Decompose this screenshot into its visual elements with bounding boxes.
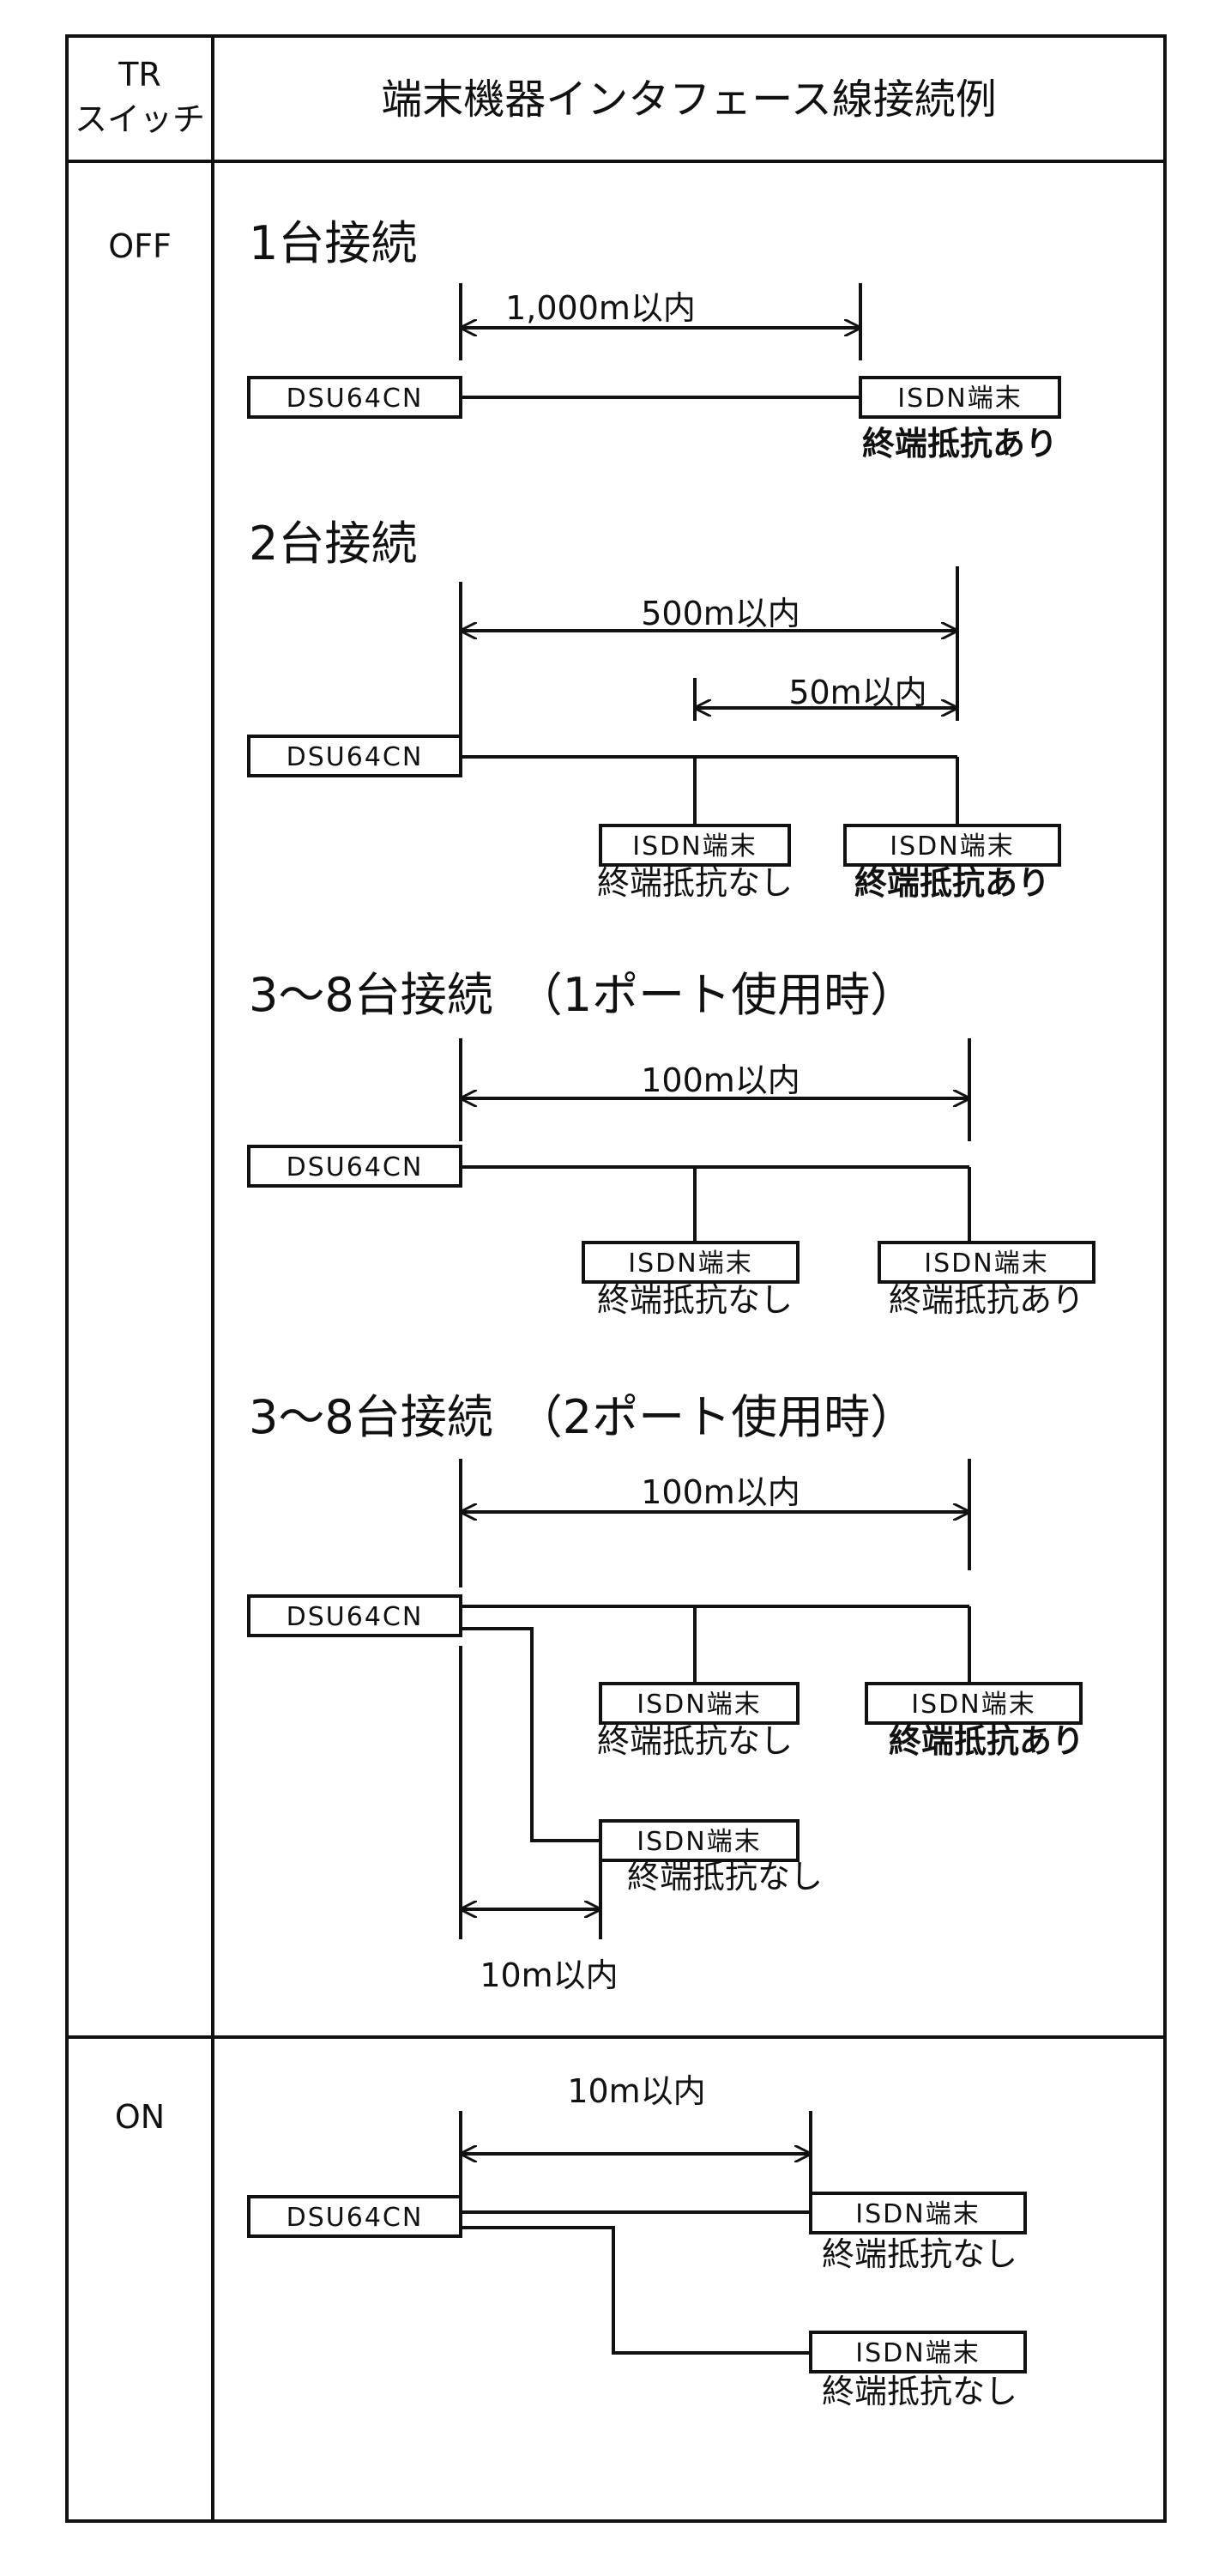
wiring	[459, 283, 971, 2355]
terminal-box-4a: ISDN端末	[599, 1682, 800, 1725]
switch-header: スイッチ	[75, 100, 205, 138]
term-note-5b: 終端抵抗なし	[822, 2373, 1017, 2410]
section-title-2: 2台接続	[249, 517, 417, 571]
terminal-box-4b: ISDN端末	[865, 1682, 1083, 1725]
tr-header: TR	[118, 56, 161, 94]
svg-text:DSU64CN: DSU64CN	[287, 1152, 424, 1182]
svg-text:DSU64CN: DSU64CN	[287, 384, 424, 414]
term-note-4c: 終端抵抗なし	[627, 1858, 823, 1896]
term-note-4b: 終端抵抗あり	[889, 1722, 1084, 1760]
dim-label-10m-b: 10m以内	[567, 2072, 705, 2110]
dim-label-100m-b: 100m以内	[641, 1473, 800, 1511]
svg-text:DSU64CN: DSU64CN	[287, 2203, 424, 2233]
terminal-box-3a: ISDN端末	[582, 1241, 800, 1284]
dim-label-10m-a: 10m以内	[480, 1956, 618, 1994]
section-title-3: 3～8台接続 （1ポート使用時）	[249, 968, 916, 1022]
device-box-1: DSU64CN	[247, 376, 462, 419]
svg-text:ISDN端末: ISDN端末	[924, 1249, 1048, 1279]
svg-text:ISDN端末: ISDN端末	[855, 2199, 980, 2229]
term-note-1: 終端抵抗あり	[862, 425, 1058, 463]
term-note-2a: 終端抵抗なし	[597, 864, 793, 902]
section-title-1: 1台接続	[249, 216, 417, 270]
terminal-box-1: ISDN端末	[859, 376, 1061, 419]
svg-text:DSU64CN: DSU64CN	[287, 742, 424, 772]
svg-text:ISDN端末: ISDN端末	[637, 1690, 761, 1720]
term-note-3b: 終端抵抗あり	[889, 1281, 1084, 1319]
device-box-3: DSU64CN	[247, 1145, 462, 1188]
svg-text:DSU64CN: DSU64CN	[287, 1602, 424, 1632]
row-label-on: ON	[115, 2098, 165, 2136]
dim-label-50m: 50m以内	[788, 674, 926, 711]
svg-text:ISDN端末: ISDN端末	[855, 2338, 980, 2368]
section-title-4: 3～8台接続 （2ポート使用時）	[249, 1390, 916, 1444]
terminal-box-3b: ISDN端末	[878, 1241, 1095, 1284]
svg-text:ISDN端末: ISDN端末	[628, 1249, 752, 1279]
device-box-4: DSU64CN	[247, 1594, 462, 1637]
dim-label-500m: 500m以内	[641, 595, 800, 632]
device-box-2: DSU64CN	[247, 735, 462, 777]
table-title: 端末機器インタフェース線接続例	[381, 76, 997, 124]
svg-text:ISDN端末: ISDN端末	[897, 384, 1022, 414]
terminal-box-5b: ISDN端末	[809, 2331, 1027, 2373]
dim-label-1000m: 1,000m以内	[505, 289, 696, 327]
svg-text:ISDN端末: ISDN端末	[632, 831, 757, 862]
term-note-4a: 終端抵抗なし	[597, 1722, 793, 1760]
terminal-box-5a: ISDN端末	[809, 2192, 1027, 2234]
svg-text:ISDN端末: ISDN端末	[911, 1690, 1035, 1720]
row-label-off: OFF	[108, 227, 172, 265]
dim-label-100m-a: 100m以内	[641, 1061, 800, 1099]
terminal-box-4c: ISDN端末	[599, 1819, 800, 1862]
terminal-box-2a: ISDN端末	[599, 824, 791, 867]
term-note-5a: 終端抵抗なし	[822, 2235, 1017, 2273]
table-frame	[65, 34, 1167, 2523]
term-note-3a: 終端抵抗なし	[597, 1281, 793, 1319]
svg-text:ISDN端末: ISDN端末	[637, 1827, 761, 1857]
bus-5b	[461, 2226, 811, 2355]
bus-4b	[461, 1627, 600, 1842]
terminal-box-2b: ISDN端末	[843, 824, 1061, 867]
device-box-5: DSU64CN	[247, 2195, 462, 2238]
svg-text:ISDN端末: ISDN端末	[890, 831, 1014, 862]
term-note-2b: 終端抵抗あり	[854, 864, 1050, 902]
